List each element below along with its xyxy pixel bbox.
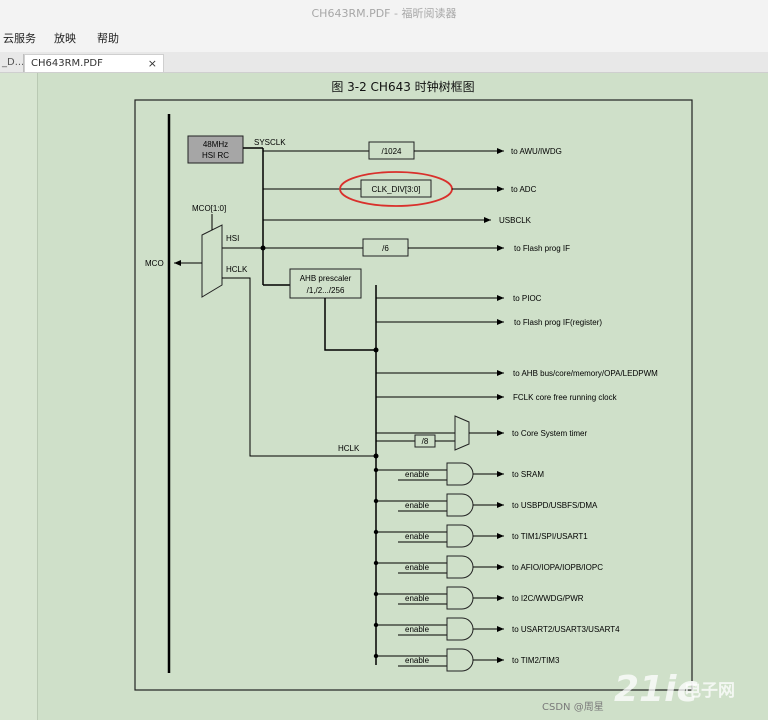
out-ahb-label: to AHB bus/core/memory/OPA/LEDPWM (513, 369, 658, 378)
navigation-pane[interactable] (0, 73, 38, 720)
ahb-line2: /1,/2.../256 (307, 286, 345, 295)
gate-output-label: to TIM1/SPI/USART1 (512, 532, 588, 541)
enable-label: enable (405, 501, 430, 510)
mco-select-label: MCO[1:0] (192, 204, 226, 213)
gate-output-label: to TIM2/TIM3 (512, 656, 560, 665)
clk-div-box (360, 179, 432, 198)
enable-label: enable (405, 656, 430, 665)
and-gate (446, 462, 474, 486)
menu-bar: 云服务 放映 帮助 (0, 24, 768, 52)
close-icon[interactable]: × (147, 57, 157, 70)
ahb-line1: AHB prescaler (300, 274, 352, 283)
mco-label: MCO (145, 259, 164, 268)
hclk-label: HCLK (338, 444, 360, 453)
out-systimer-label: to Core System timer (512, 429, 587, 438)
enable-label: enable (405, 532, 430, 541)
gate-output-label: to I2C/WWDG/PWR (512, 594, 584, 603)
title-bar: CH643RM.PDF - 福昕阅读器 (0, 0, 768, 24)
tab-bar: _D... CH643RM.PDF × (0, 52, 768, 73)
out-flash-label: to Flash prog IF (514, 244, 570, 253)
gated-output-row: enable to AFIO/IOPA/IOPB/IOPC (373, 555, 603, 579)
tab-label: CH643RM.PDF (31, 58, 103, 69)
out-flashreg-label: to Flash prog IF(register) (514, 318, 602, 327)
enable-label: enable (405, 563, 430, 572)
gate-output-label: to SRAM (512, 470, 544, 479)
gated-output-row: enable to TIM2/TIM3 (373, 648, 560, 672)
and-gate (446, 555, 474, 579)
csdn-watermark: CSDN @周星 (542, 702, 604, 713)
osc-line2: HSI RC (202, 151, 229, 160)
tab-previous-document[interactable]: _D... (0, 54, 24, 72)
hsi-rc-oscillator-box (187, 135, 244, 164)
site-watermark-logo: 21ic (614, 669, 698, 710)
and-gate (446, 617, 474, 641)
out-usbclk-label: USBCLK (499, 216, 532, 225)
figure-title: 图 3-2 CH643 时钟树框图 (331, 80, 475, 94)
hsi-label: HSI (226, 234, 239, 243)
menu-item-help[interactable]: 帮助 (97, 32, 119, 45)
hclk-mux-label: HCLK (226, 265, 248, 274)
out-adc-label: to ADC (511, 185, 537, 194)
out-pioc-label: to PIOC (513, 294, 542, 303)
gate-output-label: to USBPD/USBFS/DMA (512, 501, 598, 510)
gated-output-row: enable to SRAM (373, 462, 544, 486)
gated-output-row: enable to USBPD/USBFS/DMA (373, 493, 598, 517)
menu-item-cloud[interactable]: 云服务 (3, 32, 36, 45)
and-gate (446, 586, 474, 610)
and-gate (446, 493, 474, 517)
gate-output-label: to AFIO/IOPA/IOPB/IOPC (512, 563, 603, 572)
menu-item-present[interactable]: 放映 (54, 32, 76, 45)
mco-mux (201, 224, 223, 298)
out-awu-label: to AWU/IWDG (511, 147, 562, 156)
tab-ch643rm[interactable]: CH643RM.PDF × (24, 54, 164, 72)
gated-output-row: enable to TIM1/SPI/USART1 (373, 524, 588, 548)
clk-div-label: CLK_DIV[3:0] (372, 185, 421, 194)
diagram-frame (134, 99, 693, 691)
systimer-mux (454, 415, 470, 451)
gated-output-row: enable to USART2/USART3/USART4 (373, 617, 620, 641)
document-page[interactable]: 图 3-2 CH643 时钟树框图 48MHz HSI RC SYSCLK /1… (38, 73, 768, 720)
sysclk-label: SYSCLK (254, 138, 286, 147)
osc-line1: 48MHz (203, 140, 228, 149)
div1024-label: /1024 (381, 147, 402, 156)
and-gate (446, 648, 474, 672)
gate-output-label: to USART2/USART3/USART4 (512, 625, 620, 634)
gated-output-row: enable to I2C/WWDG/PWR (373, 586, 584, 610)
site-watermark-text: 电子网 (684, 681, 735, 701)
out-fclk-label: FCLK core free running clock (513, 393, 618, 402)
enable-label: enable (405, 625, 430, 634)
div8-label: /8 (422, 437, 429, 446)
enable-label: enable (405, 470, 430, 479)
and-gate (446, 524, 474, 548)
enable-label: enable (405, 594, 430, 603)
div6-label: /6 (382, 244, 389, 253)
window-title: CH643RM.PDF - 福昕阅读器 (311, 7, 457, 20)
clock-tree-diagram: 48MHz HSI RC SYSCLK /1024 to AWU/IWDG CL… (134, 99, 693, 691)
